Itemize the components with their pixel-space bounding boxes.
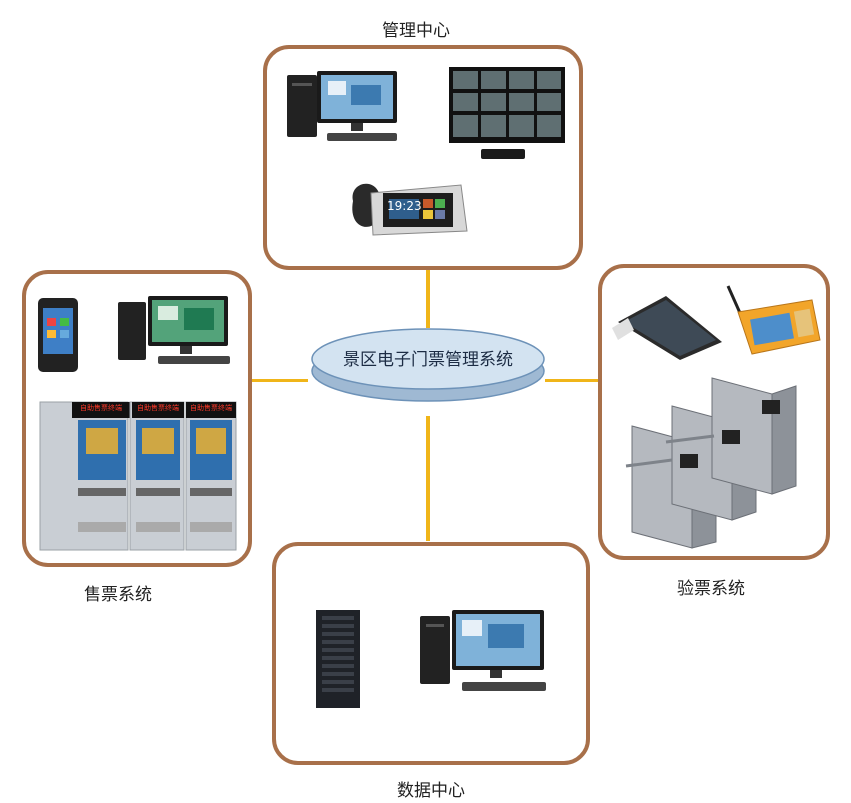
desktop-computer-icon <box>118 296 230 364</box>
ticketing-system-box: 自助售票终端 自助售票终端 自助售票终端 <box>22 270 252 567</box>
card-reader-icon <box>726 285 821 355</box>
ticket-kiosk-row-icon <box>39 401 237 551</box>
handheld-pos-icon <box>612 296 722 360</box>
ticketing-system-label: 售票系统 <box>84 585 152 605</box>
connector-left <box>252 379 308 382</box>
server-tower-icon <box>316 610 360 708</box>
connector-right <box>545 379 599 382</box>
central-system-title: 景区电子门票管理系统 <box>343 350 513 370</box>
connector-bottom <box>426 416 430 541</box>
desktop-computer-icon <box>420 610 546 691</box>
handheld-tablet-icon <box>38 298 78 372</box>
connector-top <box>426 270 430 328</box>
turnstile-gates-icon <box>625 377 797 549</box>
data-center-box <box>272 542 590 765</box>
central-system-node: 景区电子门票管理系统 <box>308 325 548 407</box>
management-center-label: 管理中心 <box>382 21 450 41</box>
checking-system-box <box>598 264 830 560</box>
video-wall-icon <box>449 67 565 159</box>
video-phone-icon <box>352 183 468 236</box>
central-cylinder-shape <box>311 328 545 402</box>
desktop-computer-icon <box>287 71 397 141</box>
kiosk-header-1: 自助售票终端 <box>80 404 122 412</box>
phone-screen-time: 19:23 <box>387 199 422 213</box>
management-center-box: 19:23 <box>263 45 583 270</box>
data-center-label: 数据中心 <box>397 781 465 801</box>
kiosk-header-3: 自助售票终端 <box>190 404 232 412</box>
checking-system-label: 验票系统 <box>677 579 745 599</box>
kiosk-header-2: 自助售票终端 <box>137 404 179 412</box>
